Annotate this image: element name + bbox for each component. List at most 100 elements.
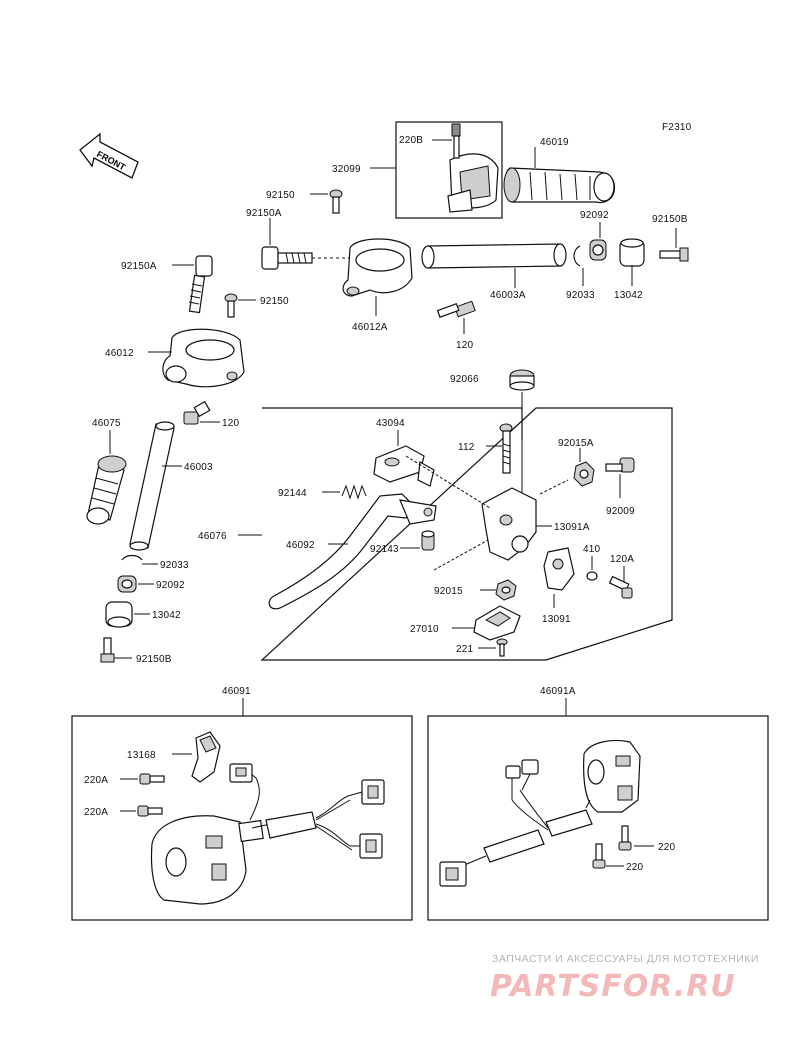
callout-92150-left: 92150 xyxy=(260,296,289,307)
bar-end-weight-13042-left xyxy=(105,601,133,628)
bar-end-weight-13042-top xyxy=(619,238,645,267)
callout-46092: 46092 xyxy=(286,540,315,551)
callout-221: 221 xyxy=(456,644,474,655)
bolt-92150A-left xyxy=(188,255,213,314)
screw-220A-1 xyxy=(139,773,165,785)
wire-sleeve-right xyxy=(545,809,593,837)
switch-27010 xyxy=(473,605,521,641)
callout-92015: 92015 xyxy=(434,586,463,597)
collar-92092-top xyxy=(589,239,607,261)
part-13168 xyxy=(191,731,221,783)
connector-right-2 xyxy=(505,765,521,779)
callout-13091A: 13091A xyxy=(554,522,590,533)
callout-92092-left: 92092 xyxy=(156,580,185,591)
screw-92150-left xyxy=(224,293,238,318)
callout-92015A: 92015A xyxy=(558,438,594,449)
handlebar-clamp-46012 xyxy=(162,328,245,388)
circlip-92033-left xyxy=(121,554,143,561)
cap-92066 xyxy=(509,369,535,391)
callout-92092-top: 92092 xyxy=(580,210,609,221)
wire-sleeve-left xyxy=(265,811,317,839)
connector-right-3 xyxy=(439,861,467,887)
callout-13091: 13091 xyxy=(542,614,571,625)
right-switch-housing xyxy=(583,739,641,813)
callout-46003A: 46003A xyxy=(490,290,526,301)
callout-46003: 46003 xyxy=(184,462,213,473)
bolt-120A xyxy=(608,575,633,599)
clamp-13091 xyxy=(543,547,575,591)
callout-46019: 46019 xyxy=(540,137,569,148)
callout-13042-top: 13042 xyxy=(614,290,643,301)
screw-220-2 xyxy=(592,843,606,869)
callout-32099: 32099 xyxy=(332,164,361,175)
callout-43094: 43094 xyxy=(376,418,405,429)
circlip-92033-top xyxy=(573,245,581,267)
callout-92143: 92143 xyxy=(370,544,399,555)
clutch-lever-46092 xyxy=(268,493,437,610)
throttle-housing-part xyxy=(447,123,499,213)
callout-220B: 220B xyxy=(399,135,423,146)
callout-92150B-top: 92150B xyxy=(652,214,688,225)
callout-46076: 46076 xyxy=(198,531,227,542)
connector-left-2 xyxy=(361,779,385,805)
screw-92150B-top xyxy=(659,247,689,262)
callout-92144: 92144 xyxy=(278,488,307,499)
connector-left-3 xyxy=(359,833,383,859)
callout-120-top: 120 xyxy=(456,340,474,351)
callout-112: 112 xyxy=(458,442,475,453)
callout-220-1: 220 xyxy=(658,842,676,853)
screw-92150B-left xyxy=(100,637,115,663)
throttle-housing-box xyxy=(395,121,503,219)
callout-92033-left: 92033 xyxy=(160,560,189,571)
callout-92033-top: 92033 xyxy=(566,290,595,301)
callout-13042-left: 13042 xyxy=(152,610,181,621)
nut-92015A xyxy=(573,461,595,487)
callout-92150-top: 92150 xyxy=(266,190,295,201)
callout-92150A-top: 92150A xyxy=(246,208,282,219)
callout-92009: 92009 xyxy=(606,506,635,517)
connector-right-1 xyxy=(521,759,539,775)
figure-code: F2310 xyxy=(662,122,692,133)
screw-92150-top xyxy=(329,189,343,214)
callout-27010: 27010 xyxy=(410,624,439,635)
bolt-120-left xyxy=(183,400,211,425)
wire-sleeve-right-2 xyxy=(483,829,545,863)
collar-92143 xyxy=(421,530,435,551)
switch-43094 xyxy=(373,445,435,487)
handlebar-46003A xyxy=(421,243,567,269)
nut-92015 xyxy=(495,579,517,601)
callout-410: 410 xyxy=(583,544,601,555)
callout-92150B-left: 92150B xyxy=(136,654,172,665)
callout-220A-1: 220A xyxy=(84,775,108,786)
bolt-112 xyxy=(499,423,513,474)
callout-220-2: 220 xyxy=(626,862,644,873)
screw-220-1 xyxy=(618,825,632,851)
washer-410 xyxy=(586,571,598,581)
handlebar-46003 xyxy=(129,421,175,551)
right-switch-box xyxy=(427,715,769,921)
left-switch-housing xyxy=(150,815,264,905)
callout-220A-2: 220A xyxy=(84,807,108,818)
callout-46012: 46012 xyxy=(105,348,134,359)
spring-92144 xyxy=(341,484,367,500)
handlebar-clamp-46012A xyxy=(342,238,413,297)
callout-13168: 13168 xyxy=(127,750,156,761)
connector-left-1 xyxy=(229,763,253,783)
screw-220A-2 xyxy=(137,805,163,817)
screw-221 xyxy=(496,638,508,657)
callout-46091: 46091 xyxy=(222,686,251,697)
bolt-92150A-top xyxy=(261,246,313,270)
callout-46091A: 46091A xyxy=(540,686,576,697)
callout-120A: 120A xyxy=(610,554,634,565)
bolt-120-top xyxy=(436,300,476,318)
left-switch-box xyxy=(71,715,413,921)
throttle-grip-part xyxy=(503,167,616,204)
callout-120-left: 120 xyxy=(222,418,240,429)
watermark-caption: ЗАПЧАСТИ И АКСЕССУАРЫ ДЛЯ МОТОТЕХНИКИ xyxy=(492,953,759,965)
callout-92150A-left: 92150A xyxy=(121,261,157,272)
callout-46075: 46075 xyxy=(92,418,121,429)
watermark-brand: PARTSFOR.RU xyxy=(490,969,736,1004)
callout-92066: 92066 xyxy=(450,374,479,385)
callout-46012A: 46012A xyxy=(352,322,388,333)
